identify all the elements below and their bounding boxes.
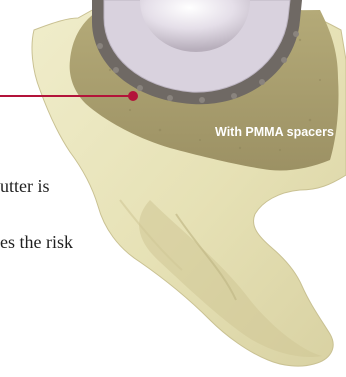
body-text-line-1: utter is <box>0 176 50 196</box>
leader-dot <box>128 91 138 101</box>
pmma-spacers-label: With PMMA spacers <box>215 125 334 139</box>
body-text-line-2: es the risk <box>0 232 73 252</box>
